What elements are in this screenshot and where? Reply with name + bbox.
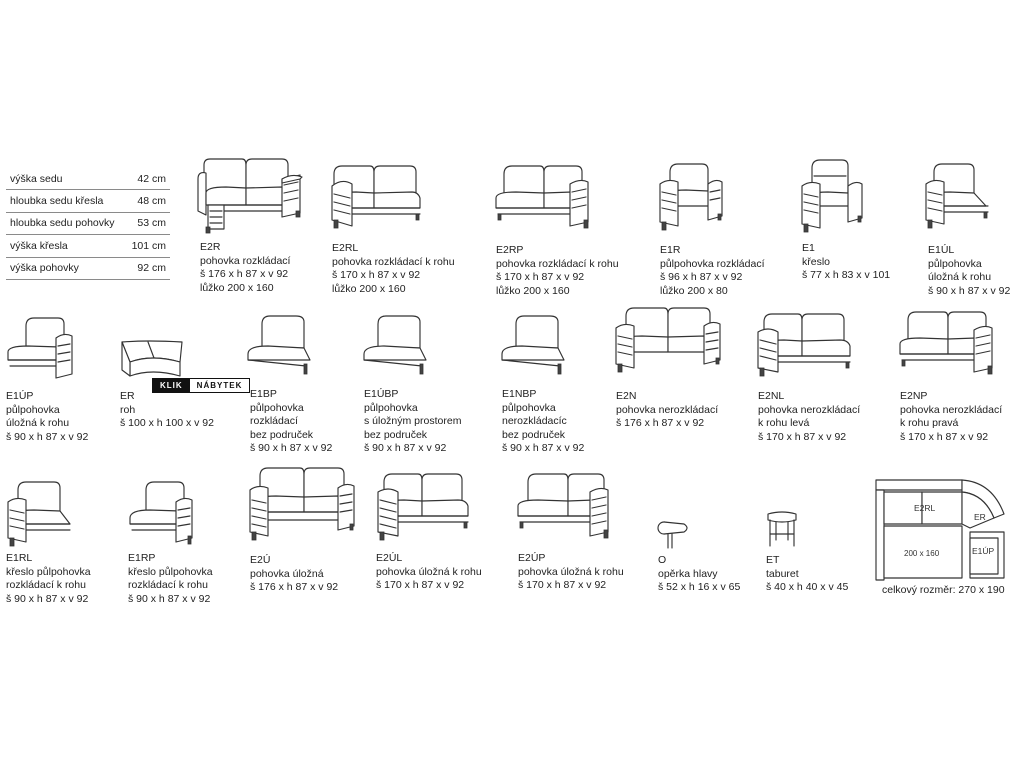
item-e1ubp: E1ÚBP půlpohovka s úložným prostorem bez…	[360, 314, 461, 456]
corner-set-plan-icon: E2RL ER 200 x 160 E1ÚP	[875, 479, 1005, 581]
item-e2rp: E2RP pohovka rozkládací k rohu š 170 x h…	[492, 160, 619, 298]
armchair-sofabed-icon	[659, 163, 723, 231]
item-caption: E2RP pohovka rozkládací k rohu š 170 x h…	[496, 244, 619, 297]
item-caption: E2RL pohovka rozkládací k rohu š 170 x h…	[332, 242, 455, 295]
stool-icon	[767, 511, 797, 547]
item-er: ER roh š 100 x h 100 x v 92	[118, 336, 214, 431]
half-sofa-armless-icon	[247, 315, 311, 375]
item-e1ul: E1ÚL půlpohovka úložná k rohu š 90 x h 8…	[924, 160, 1010, 298]
half-sofa-armless-storage-icon	[363, 315, 427, 375]
chair-sofabed-corner-right-icon	[129, 481, 193, 545]
item-e2ul: E2ÚL pohovka úložná k rohu š 170 x h 87 …	[374, 470, 482, 593]
item-caption: E1NBP půlpohovka nerozkládacíc bez podru…	[502, 388, 585, 455]
item-e1bp: E1BP půlpohovka rozkládací bez područek …	[244, 314, 332, 456]
plan-label-er: ER	[974, 512, 986, 522]
sofa-corner-left-icon	[331, 165, 421, 229]
item-et: ET taburet š 40 x h 40 x v 45	[762, 508, 848, 595]
chair-sofabed-corner-left-icon	[7, 481, 71, 547]
item-caption: E2ÚP pohovka úložná k rohu š 170 x h 87 …	[518, 552, 624, 592]
item-e2rl: E2RL pohovka rozkládací k rohu š 170 x h…	[328, 158, 455, 296]
item-caption: E1ÚP půlpohovka úložná k rohu š 90 x h 8…	[6, 390, 89, 443]
item-e1up: E1ÚP půlpohovka úložná k rohu š 90 x h 8…	[4, 314, 88, 444]
item-e1rp: E1RP křeslo půlpohovka rozkládací k rohu…	[126, 480, 213, 606]
item-e1nbp: E1NBP půlpohovka nerozkládacíc bez podru…	[498, 314, 584, 456]
sofa-storage-corner-left-icon	[377, 473, 469, 541]
armchair-high-back-icon	[801, 159, 863, 233]
item-caption: E1 křeslo š 77 x h 83 x v 101	[802, 242, 891, 282]
item-caption: E2N pohovka nerozkládací š 176 x h 87 x …	[616, 390, 719, 430]
corner-element-icon	[121, 340, 183, 377]
half-sofa-armless-fixed-icon	[501, 315, 565, 375]
item-e2up: E2ÚP pohovka úložná k rohu š 170 x h 87 …	[514, 470, 624, 593]
item-caption: E2NP pohovka nerozkládací k rohu pravá š…	[900, 390, 1003, 443]
item-caption: E2Ú pohovka úložná š 176 x h 87 x v 92	[250, 554, 339, 594]
plan-label-bed: 200 x 160	[904, 549, 940, 558]
item-caption: E1BP půlpohovka rozkládací bez područek …	[250, 388, 333, 455]
watermark-logo: KLIK NÁBYTEK	[152, 378, 251, 393]
item-caption: E2ÚL pohovka úložná k rohu š 170 x h 87 …	[376, 552, 482, 592]
sofa-fixed-corner-left-icon	[757, 313, 851, 377]
sofa-corner-right-icon	[495, 165, 589, 229]
item-caption: E2NL pohovka nerozkládací k rohu levá š …	[758, 390, 861, 443]
item-caption: E1ÚL půlpohovka úložná k rohu š 90 x h 8…	[928, 244, 1011, 297]
sofa-storage-corner-right-icon	[517, 473, 609, 539]
item-e2nl: E2NL pohovka nerozkládací k rohu levá š …	[754, 310, 860, 444]
headrest-icon	[657, 521, 688, 549]
plan-label-e2rl: E2RL	[914, 503, 936, 513]
plan-caption: celkový rozměr: 270 x 190	[882, 584, 1005, 596]
item-e1r: E1R půlpohovka rozkládací š 96 x h 87 x …	[656, 160, 764, 298]
item-e1: E1 křeslo š 77 x h 83 x v 101	[798, 158, 890, 283]
item-e2n: E2N pohovka nerozkládací š 176 x h 87 x …	[612, 306, 722, 431]
item-e2u: E2Ú pohovka úložná š 176 x h 87 x v 92	[248, 466, 358, 595]
item-caption: ER roh š 100 x h 100 x v 92	[120, 390, 214, 430]
item-e2np: E2NP pohovka nerozkládací k rohu pravá š…	[896, 308, 1002, 444]
layout-plan: E2RL ER 200 x 160 E1ÚP celkový rozměr: 2…	[874, 478, 1006, 598]
item-caption: E1RP křeslo půlpohovka rozkládací k rohu…	[128, 552, 213, 605]
plan-label-e1up: E1ÚP	[972, 546, 995, 556]
sofa-storage-icon	[249, 467, 355, 541]
item-caption: E1ÚBP půlpohovka s úložným prostorem bez…	[364, 388, 462, 455]
sofa-two-seat-icon	[197, 158, 303, 234]
item-caption: E2R pohovka rozkládací š 176 x h 87 x v …	[200, 241, 291, 294]
item-caption: O opěrka hlavy š 52 x h 16 x v 65	[658, 554, 741, 594]
half-sofa-storage-left-icon	[925, 163, 989, 229]
sofa-fixed-icon	[615, 307, 721, 373]
sofa-fixed-corner-right-icon	[899, 311, 993, 375]
half-sofa-storage-right-icon	[7, 317, 73, 379]
item-o: O opěrka hlavy š 52 x h 16 x v 65	[654, 518, 740, 595]
item-e1rl: E1RL křeslo půlpohovka rozkládací k rohu…	[4, 480, 91, 606]
item-caption: E1RL křeslo půlpohovka rozkládací k rohu…	[6, 552, 91, 605]
item-caption: ET taburet š 40 x h 40 x v 45	[766, 554, 849, 594]
item-caption: E1R půlpohovka rozkládací š 96 x h 87 x …	[660, 244, 765, 297]
item-e2r: E2R pohovka rozkládací š 176 x h 87 x v …	[196, 155, 306, 295]
